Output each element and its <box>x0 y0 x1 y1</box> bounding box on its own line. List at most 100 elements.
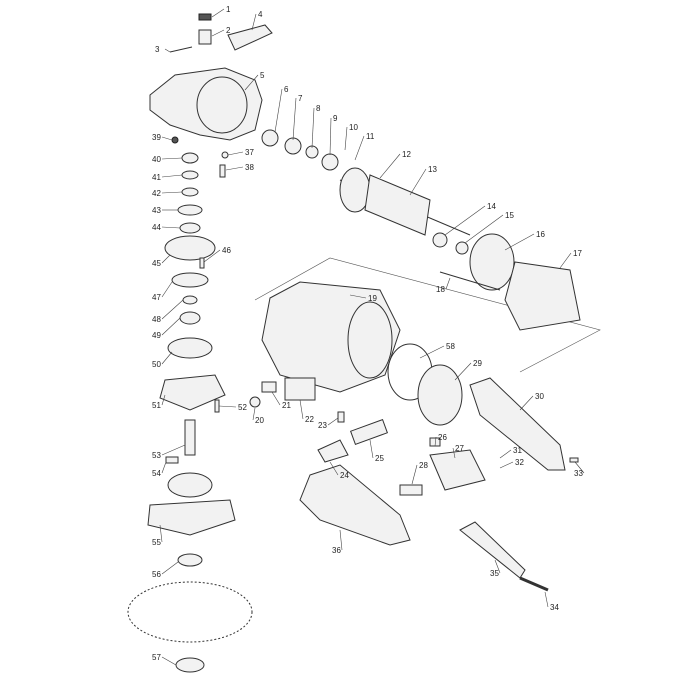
part-number-34: 34 <box>550 603 559 612</box>
bearing-box <box>159 374 226 411</box>
leader-line-6 <box>274 88 283 133</box>
spring <box>198 29 212 45</box>
wheel-guard <box>147 499 236 536</box>
rear-cover-ring <box>417 364 463 426</box>
part-number-24: 24 <box>340 471 349 480</box>
insulation-washer <box>455 241 469 255</box>
screw-46 <box>199 257 205 269</box>
leader-line-13 <box>409 168 427 196</box>
leader-line-34 <box>544 591 549 608</box>
leader-line-16 <box>504 233 535 251</box>
part-number-2: 2 <box>226 26 231 35</box>
leader-line-38 <box>225 166 244 171</box>
leader-line-40 <box>161 157 183 160</box>
part-number-25: 25 <box>375 454 384 463</box>
grinding-wheel <box>127 581 253 643</box>
leader-line-26 <box>434 436 437 447</box>
bearing <box>261 129 279 147</box>
handle-cover <box>227 24 273 51</box>
inner-flange <box>177 553 203 567</box>
flat-washer <box>177 204 203 216</box>
leader-line-4 <box>251 13 257 31</box>
leader-line-50 <box>161 351 173 365</box>
part-number-1: 1 <box>226 5 231 14</box>
part-number-52: 52 <box>238 403 247 412</box>
leader-line-47 <box>161 281 173 298</box>
ring-42 <box>181 187 199 197</box>
leader-line-39 <box>161 136 173 141</box>
leader-line-14 <box>444 205 486 236</box>
leader-line-27 <box>452 447 456 459</box>
part-number-5: 5 <box>260 71 265 80</box>
leader-line-37 <box>227 151 244 156</box>
leader-line-42 <box>161 191 183 194</box>
part-number-18: 18 <box>436 285 445 294</box>
leader-line-7 <box>292 97 297 141</box>
part-number-37: 37 <box>245 148 254 157</box>
leader-line-53 <box>161 444 186 456</box>
power-cord <box>519 576 549 592</box>
part-number-36: 36 <box>332 546 341 555</box>
leader-line-1 <box>211 8 225 18</box>
part-number-35: 35 <box>490 569 499 578</box>
part-number-9: 9 <box>333 114 338 123</box>
part-number-46: 46 <box>222 246 231 255</box>
part-number-40: 40 <box>152 155 161 164</box>
leader-line-3 <box>164 48 171 53</box>
cord-clamp-screw <box>569 457 579 463</box>
set-screw <box>165 456 179 464</box>
leader-line-49 <box>161 317 181 336</box>
leader-line-22 <box>299 399 304 420</box>
leader-line-57 <box>161 656 177 666</box>
part-number-14: 14 <box>487 202 496 211</box>
spring-37 <box>221 151 229 159</box>
leader-line-36 <box>339 529 343 551</box>
screw-52 <box>214 399 220 413</box>
leader-line-11 <box>354 135 365 161</box>
leader-line-28 <box>411 464 418 485</box>
leader-line-33 <box>574 461 585 474</box>
brush-holder <box>349 418 389 446</box>
part-number-16: 16 <box>536 230 545 239</box>
leader-line-51 <box>161 394 166 406</box>
retainer-plate <box>171 272 209 288</box>
part-number-3: 3 <box>155 45 160 54</box>
leader-line-23 <box>327 417 339 426</box>
leader-line-41 <box>161 174 183 178</box>
field <box>504 261 581 331</box>
part-number-54: 54 <box>152 469 161 478</box>
leader-line-54 <box>161 461 167 474</box>
leader-line-19 <box>349 294 367 299</box>
lock-nut <box>175 657 205 673</box>
leader-line-17 <box>559 252 572 269</box>
leader-line-9 <box>329 117 332 156</box>
leader-line-32 <box>499 461 514 469</box>
part-number-58: 58 <box>446 342 455 351</box>
part-number-55: 55 <box>152 538 161 547</box>
part-number-21: 21 <box>282 401 291 410</box>
cord-guard <box>459 521 526 579</box>
part-number-6: 6 <box>284 85 289 94</box>
part-number-57: 57 <box>152 653 161 662</box>
part-number-30: 30 <box>535 392 544 401</box>
nut <box>249 396 261 408</box>
leader-line-31 <box>499 449 512 459</box>
retaining-ring <box>321 153 339 171</box>
part-number-19: 19 <box>368 294 377 303</box>
part-number-51: 51 <box>152 401 161 410</box>
leader-line-15 <box>464 214 504 244</box>
part-number-28: 28 <box>419 461 428 470</box>
ring <box>284 137 302 155</box>
leader-line-55 <box>159 524 163 543</box>
spindle <box>184 419 196 456</box>
part-number-7: 7 <box>298 94 303 103</box>
baffle-plate <box>469 233 515 291</box>
switch <box>429 449 486 491</box>
part-number-11: 11 <box>366 132 375 141</box>
leader-line-29 <box>454 362 472 381</box>
part-number-29: 29 <box>473 359 482 368</box>
needle-bearing <box>181 152 199 164</box>
part-number-33: 33 <box>574 469 583 478</box>
